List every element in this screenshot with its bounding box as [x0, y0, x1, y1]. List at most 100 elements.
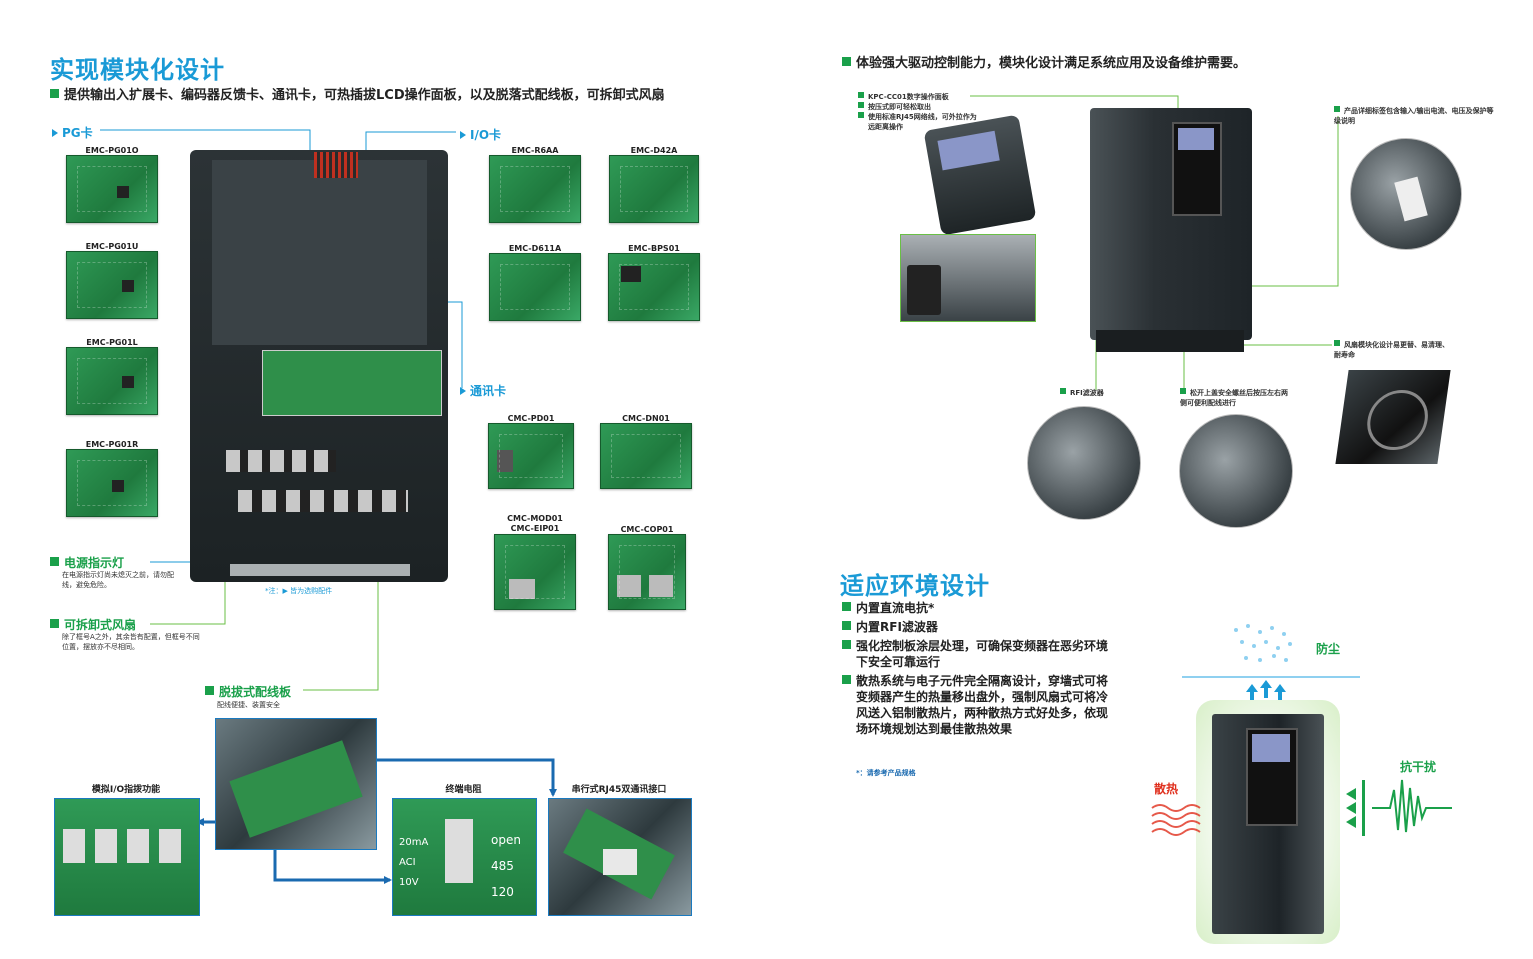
env-bullets: 内置直流电抗* 内置RFI滤波器 强化控制板涂层处理，可确保变频器在恶劣环境下安… [842, 600, 1114, 737]
fan-desc: 除了框号A之外，其余皆有配置，但框号不同位置，摆放亦不尽相同。 [62, 633, 200, 651]
bullet-square-icon [50, 89, 59, 98]
pg-card-2: EMC-PG01U [66, 242, 158, 319]
pcb-image [608, 253, 700, 321]
ribbon-cable [314, 152, 358, 178]
terminal-board [262, 350, 442, 416]
pcb-image [489, 155, 581, 223]
switch-label: ACI [399, 857, 416, 868]
power-led-desc: 在电源指示灯尚未熄灭之前，请勿配线，避免危险。 [62, 571, 174, 589]
drive-interior-image [190, 150, 448, 582]
env-bullet-2: 内置RFI滤波器 [842, 619, 1114, 635]
detail-2-label: 终端电阻 [445, 785, 482, 795]
power-led-title: 电源指示灯 [50, 554, 124, 571]
subtitle-left: 提供输出入扩展卡、编码器反馈卡、通讯卡，可热插拔LCD操作面板，以及脱落式配线板… [50, 84, 665, 103]
keypad-cable-photo [900, 234, 1036, 322]
dip-switch [95, 829, 117, 863]
terminal-desc: 配线便捷、装置安全 [217, 701, 280, 709]
keypad-line-1: KPC-CC01数字操作面板 [858, 92, 978, 102]
pcb-image [66, 347, 158, 415]
heat-label: 散热 [1154, 782, 1179, 796]
drive-product-image [1090, 108, 1252, 340]
detail-1-label: 模拟I/O指拨功能 [91, 785, 161, 795]
fan-module-image [1335, 370, 1451, 464]
pcb-image [66, 449, 158, 517]
io-card-3-label: EMC-D611A [508, 244, 562, 253]
control-board-area [212, 160, 427, 345]
pcb-image [66, 251, 158, 319]
pcb-image [608, 534, 686, 610]
pcb-image [600, 423, 692, 489]
io-card-4: EMC-BPS01 [608, 244, 700, 321]
io-card-2: EMC-D42A [609, 146, 699, 223]
terminal-block-lower [238, 490, 408, 512]
dust-label: 防尘 [1316, 642, 1341, 656]
comm-card-1: CMC-PD01 [488, 414, 574, 489]
env-bullet-4: 散热系统与电子元件完全隔离设计，穿墙式可将变频器产生的热量移出盘外，强制风扇式可… [842, 673, 1114, 737]
io-card-2-label: EMC-D42A [630, 146, 678, 155]
drive-base [1096, 330, 1244, 352]
pcb-image [66, 155, 158, 223]
bullet-square-icon [50, 619, 59, 628]
keypad-lcd [937, 130, 1000, 171]
fan-module-desc: 风扇模块化设计易更替、易清理、耐寿命 [1334, 340, 1449, 359]
dust-particles-icon [1234, 624, 1292, 700]
triangle-icon [460, 131, 466, 139]
env-title: 适应环境设计 [840, 572, 990, 600]
keypad-line-2: 按压式即可轻松取出 [858, 102, 978, 112]
triangle-icon [52, 129, 58, 137]
comm-card-3: CMC-MOD01 CMC-EIP01 [494, 514, 576, 610]
env-bullet-3: 强化控制板涂层处理，可确保变频器在恶劣环境下安全可靠运行 [842, 638, 1114, 670]
switch-label: 485 [491, 859, 514, 873]
io-card-1-label: EMC-R6AA [511, 146, 559, 155]
interference-label: 抗干扰 [1400, 760, 1437, 774]
optional-note: *注：▶ 皆为选购配件 [265, 587, 333, 595]
env-bullet-1: 内置直流电抗* [842, 600, 1114, 616]
comm-card-4: CMC-COP01 [608, 525, 686, 610]
dip-switch [159, 829, 181, 863]
page-title-left: 实现模块化设计 [50, 56, 225, 84]
env-note: *：请参考产品规格 [856, 769, 916, 777]
comm-card-3-label: CMC-MOD01 CMC-EIP01 [507, 514, 563, 533]
rj45-photo [548, 798, 692, 916]
label-closeup-photo [1350, 138, 1462, 250]
switch-label: 20mA [399, 837, 429, 848]
pg-card-4-label: EMC-PG01R [85, 440, 139, 449]
io-card-1: EMC-R6AA [489, 146, 581, 223]
io-card-3: EMC-D611A [489, 244, 581, 321]
terminal-resistor-photo: 20mA ACI 10V open 485 120 [392, 798, 537, 916]
pg-card-4: EMC-PG01R [66, 440, 158, 517]
interference-wave-icon [1346, 779, 1452, 836]
bottom-cover [230, 564, 410, 576]
terminal-title: 脱拔式配线板 [205, 683, 291, 700]
pg-card-2-label: EMC-PG01U [85, 242, 139, 251]
pcb-image [488, 423, 574, 489]
switch-label: 120 [491, 885, 514, 899]
comm-card-1-label: CMC-PD01 [507, 414, 555, 423]
product-label [1394, 176, 1428, 222]
detail-3-label: 串行式RJ45双通讯接口 [571, 785, 667, 795]
drive-env-keypad [1246, 728, 1298, 826]
dip-switch [63, 829, 85, 863]
comm-card-2-label: CMC-DN01 [622, 414, 670, 423]
dip-switch [445, 819, 473, 883]
rj45-port [603, 849, 637, 875]
keypad-desc: KPC-CC01数字操作面板 按压式即可轻松取出 使用标准RJ45网络线，可外拉… [858, 92, 978, 132]
switch-labels-right: open 485 120 [491, 827, 521, 905]
comm-card-label: 通讯卡 [460, 382, 506, 399]
comm-card-4-label: CMC-COP01 [620, 525, 674, 534]
fan-icon [1363, 390, 1432, 450]
drive-env-image [1212, 714, 1324, 934]
drive-env-lcd [1252, 734, 1290, 762]
dust-line [1182, 676, 1360, 678]
label-desc: 产品详细标签包含输入/输出电流、电压及保护等级说明 [1334, 106, 1494, 125]
keypad-line-3: 使用标准RJ45网络线，可外拉作为远距离操作 [858, 112, 978, 132]
terminal-board-photo [215, 718, 377, 850]
bullet-square-icon [205, 686, 214, 695]
terminal-block-upper [226, 450, 336, 472]
heat-wave-icon [1151, 804, 1201, 836]
fan-title: 可拆卸式风扇 [50, 616, 136, 633]
drive-lcd [1178, 128, 1214, 150]
pcb-image [229, 740, 363, 838]
pg-card-1: EMC-PG01O [66, 146, 158, 223]
pg-card-3: EMC-PG01L [66, 338, 158, 415]
